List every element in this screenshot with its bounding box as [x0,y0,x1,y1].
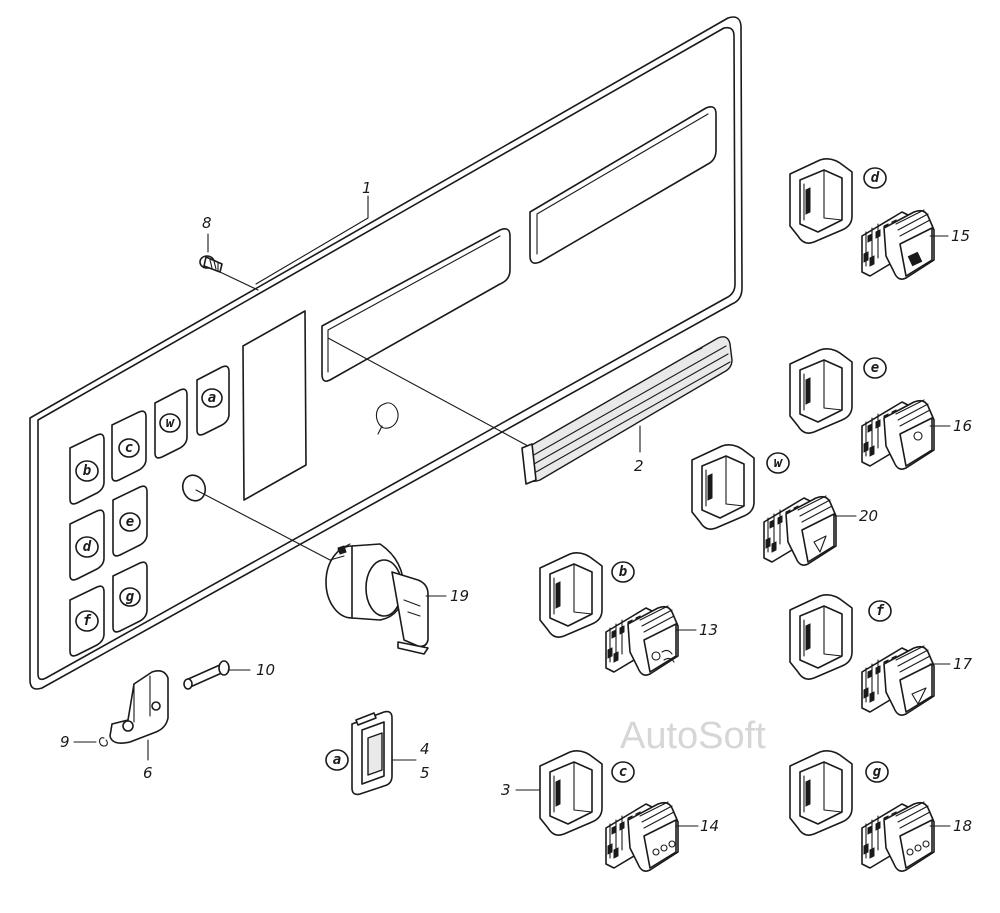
key-switch-part-19 [325,543,429,655]
panel-slot-e: e [112,485,148,557]
clip-part-9 [98,737,108,747]
watermark: AutoSoft [620,715,766,757]
callout-2: 2 [634,457,644,475]
callout-20: 20 [859,507,878,525]
panel-slot-g: g [112,561,148,633]
panel-label-e: e [126,514,134,530]
callout-15: 15 [951,227,970,245]
panel-slot-f: f [69,585,105,657]
panel-label-w: w [166,415,176,431]
callout-numbers: 1 2 3 4 5 6 8 9 10 13 14 15 16 17 18 19 … [60,179,973,835]
panel-slot-d: d [69,509,105,581]
callout-1: 1 [362,179,372,197]
rocker-switch-part-18: g [789,750,935,872]
panel-label-c: c [125,440,133,456]
switch-letter-b: b [619,564,627,580]
panel-label-b: b [83,463,91,479]
rocker-switch-part-13: b [539,552,679,676]
rocker-switch-part-17: f [789,594,935,716]
bolt-part-10 [183,660,230,690]
callout-6: 6 [143,764,153,782]
callout-3: 3 [501,781,511,799]
switch-letter-e: e [871,360,879,376]
callout-17: 17 [953,655,973,673]
callout-19: 19 [450,587,469,605]
callout-14: 14 [700,817,719,835]
panel-slot-w: w [154,388,188,459]
bracket-part-6 [109,670,169,744]
switch-letter-c: c [619,764,627,780]
switch-letter-g: g [873,764,882,780]
switch-letter-f: f [876,603,885,619]
panel-slot-c: c [111,410,147,482]
panel-slot-a: a [196,365,230,436]
leader-lines [195,195,529,561]
rocker-switch-part-16: e [789,348,935,470]
screw-part-8 [199,255,223,273]
trim-strip-part-2 [521,336,733,485]
callout-8: 8 [202,214,212,232]
switch-letter-w: w [774,455,784,471]
callout-9: 9 [60,733,70,751]
panel-slot-b: b [69,433,105,505]
panel-label-f: f [83,613,92,629]
instrument-panel [29,16,743,690]
panel-label-g: g [126,589,135,605]
rocker-switch-part-15: d [789,158,935,280]
blank-switch-part-4-5: a [325,710,393,796]
panel-label-a: a [208,390,216,406]
switch-letter-a: a [333,752,341,768]
callout-4: 4 [420,740,430,758]
callout-10: 10 [256,661,275,679]
rocker-switch-part-20: w [691,444,837,566]
switch-letter-d: d [871,170,880,186]
rocker-switch-part-14: c [539,750,679,872]
callout-5: 5 [420,764,430,782]
callout-leaders [73,235,951,827]
callout-13: 13 [699,621,718,639]
panel-label-d: d [83,539,92,555]
callout-16: 16 [953,417,972,435]
callout-18: 18 [953,817,972,835]
